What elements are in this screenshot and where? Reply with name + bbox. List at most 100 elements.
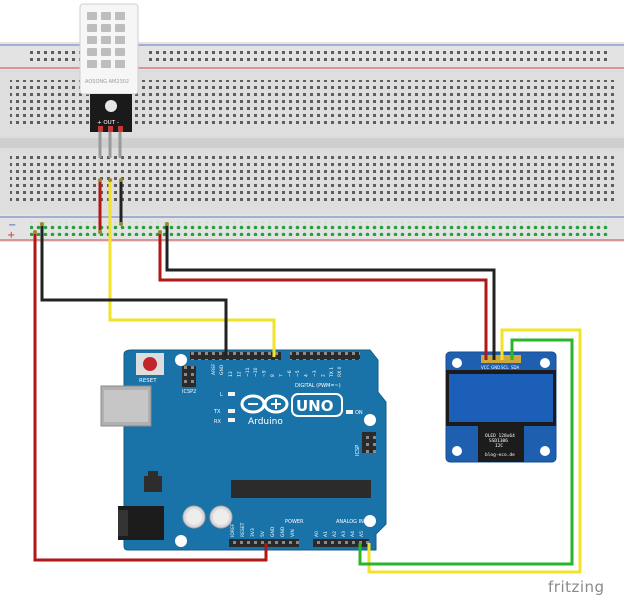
sensor-mount-hole: [105, 100, 117, 112]
oled-mount-hole: [540, 358, 550, 368]
sensor-grille: [87, 12, 125, 68]
wire-green-oled-sda[interactable]: [358, 338, 574, 566]
power-pin-label: 3V3: [250, 528, 256, 537]
digital-pin-label: ~9: [262, 370, 268, 377]
led-rx: [228, 418, 235, 422]
digital-pin-label: ~3: [312, 370, 318, 377]
mount-hole: [364, 515, 376, 527]
dht-sensor[interactable]: AOSONG AM2302 + OUT -: [79, 3, 139, 158]
digital-pin-label: RX 0: [337, 366, 343, 377]
digital-header-right: [290, 352, 360, 360]
analog-pin-label: A5: [359, 531, 365, 537]
wire-red-rail-to-5v[interactable]: [33, 232, 268, 562]
sensor-model-label: AOSONG AM2302: [85, 79, 129, 85]
reset-label: RESET: [139, 378, 157, 384]
wire-black-rail-to-oled-gnd[interactable]: [165, 224, 496, 360]
atmega-chip: [231, 480, 371, 498]
analog-pin-label: A4: [350, 531, 356, 537]
voltage-regulator-tab: [148, 471, 158, 476]
on-label: ON: [355, 410, 363, 416]
oled-info-line-2: SSD1306: [489, 438, 508, 444]
oled-ribbon: [478, 426, 524, 462]
oled-website: blog-eco.de: [485, 452, 515, 458]
reset-button-cap[interactable]: [143, 357, 157, 371]
mount-hole: [175, 535, 187, 547]
digital-pin-label: 12: [236, 371, 242, 377]
icsp-label: ICSP: [355, 445, 361, 456]
analog-pin-label: A3: [341, 531, 347, 537]
sensor-pin-out: [108, 126, 113, 132]
led-l-label: L: [220, 392, 223, 398]
power-pin-label: RESET: [240, 522, 246, 537]
rail-minus-label: −: [8, 220, 16, 231]
breadboard: − +: [0, 42, 624, 242]
mount-hole: [175, 354, 187, 366]
digital-pin-label: 7: [278, 374, 284, 377]
digital-pin-label: ~6: [287, 370, 293, 377]
led-tx-label: TX: [213, 409, 221, 415]
center-channel: [0, 138, 624, 148]
bottom-rail-holes: [30, 222, 608, 236]
top-rail-holes-b: [145, 48, 607, 64]
digital-pin-label: 13: [228, 371, 234, 377]
wire-yellow-sensor-data[interactable]: [108, 180, 276, 357]
board-name: UNO: [296, 397, 334, 415]
analog-header: [313, 539, 369, 547]
oled-pin-label: VCC: [481, 365, 490, 370]
icsp2-label: ICSP2: [182, 389, 196, 395]
digital-pin-label: 2: [320, 374, 326, 377]
wire-red-rail-to-oled-vcc[interactable]: [158, 232, 488, 360]
capacitor-1-top: [186, 509, 202, 525]
power-header: [229, 539, 299, 547]
gnd-label: GND: [219, 364, 225, 375]
oled-info-line-1: OLED 128x64: [485, 433, 515, 439]
analog-pin-label: A2: [332, 531, 338, 537]
oled-mount-hole: [452, 358, 462, 368]
digital-pin-label: 8: [270, 374, 276, 377]
icsp2-header: [182, 366, 196, 387]
analog-pin-label: A0: [314, 531, 320, 537]
wire-endpoints: [33, 178, 169, 234]
wire-yellow-oled-scl[interactable]: [367, 328, 582, 574]
digital-label: DIGITAL (PWM=~): [295, 383, 341, 389]
digital-pin-label: ~5: [295, 370, 301, 377]
digital-pin-label: 4: [304, 374, 310, 377]
power-pin-label: IOREF: [230, 523, 236, 537]
fritzing-watermark: fritzing: [548, 578, 605, 596]
mount-hole: [364, 414, 376, 426]
sensor-pin-label: + OUT -: [97, 120, 119, 126]
digital-pin-label: ~10: [253, 367, 259, 377]
power-pin-label: 5V: [260, 530, 266, 537]
oled-mount-hole: [452, 446, 462, 456]
voltage-regulator: [144, 476, 162, 492]
oled-pin-label: SCL: [501, 365, 509, 370]
uno-badge: [291, 393, 343, 417]
wire-black-rail-to-gnd[interactable]: [40, 224, 228, 357]
power-pin-label: VIN: [290, 529, 296, 537]
icsp-header: [362, 432, 376, 453]
usb-connector-inner: [104, 390, 148, 422]
power-pin-label: GND: [280, 526, 286, 537]
oled-info-line-3: I2C: [495, 443, 503, 449]
oled-pin-label: SDA: [511, 365, 520, 370]
power-jack-front: [118, 510, 128, 536]
wires: [33, 180, 582, 574]
oled-screen: [449, 374, 553, 422]
arduino-brand: Arduino: [248, 417, 283, 427]
oled-mount-hole: [540, 446, 550, 456]
rail-plus-label: +: [7, 230, 15, 241]
aref-label: AREF: [211, 363, 217, 375]
arduino-infinity-logo: [240, 394, 289, 414]
oled-pin-label: GND: [491, 365, 500, 370]
led-l: [228, 392, 235, 396]
led-on: [346, 410, 353, 414]
capacitor-2-top: [213, 509, 229, 525]
sensor-pin-vcc: [98, 126, 103, 132]
arduino-board: [123, 349, 387, 551]
